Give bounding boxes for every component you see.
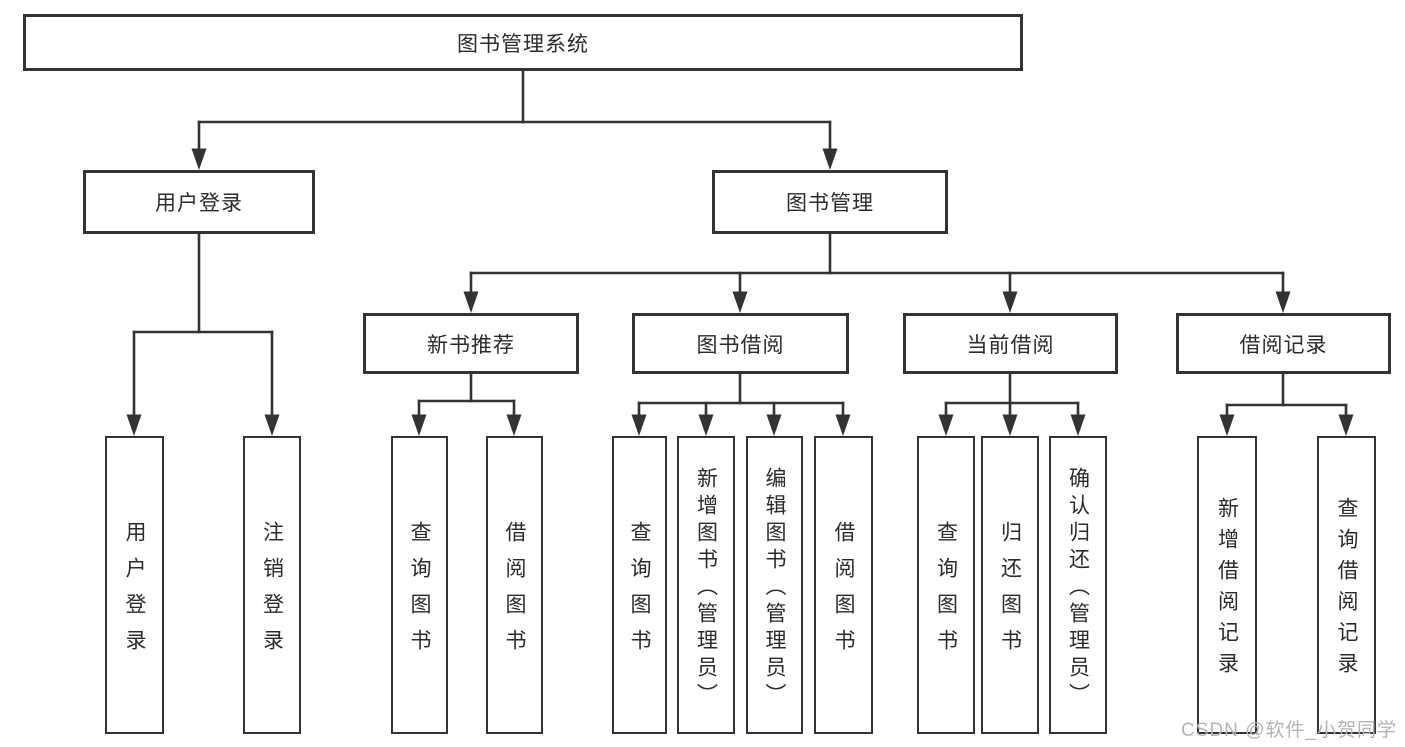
node-label: 确认归还（管理员） [1066, 466, 1090, 710]
connector-new-book-rec-children [411, 372, 522, 436]
leaf-logout: 注销登录 [243, 436, 301, 734]
connector-current-borrow-children [938, 372, 1086, 436]
node-current-borrow: 当前借阅 [903, 313, 1118, 374]
leaf-user-login: 用户登录 [105, 436, 164, 734]
node-label: 用户登录 [155, 192, 243, 215]
node-label: 查询借阅记录 [1335, 497, 1358, 683]
node-book-borrow: 图书借阅 [632, 313, 849, 374]
node-label: 注销登录 [260, 520, 284, 665]
connector-book-borrow-children [631, 372, 851, 436]
node-label: 编辑图书（管理员） [763, 466, 786, 710]
node-label: 查询图书 [408, 520, 431, 665]
leaf-query-book-current: 查询图书 [917, 436, 975, 734]
node-label: 新增借阅记录 [1215, 497, 1239, 683]
node-borrow-record: 借阅记录 [1176, 313, 1391, 374]
leaf-add-book-admin: 新增图书（管理员） [677, 436, 735, 734]
leaf-query-borrow-record: 查询借阅记录 [1317, 436, 1376, 734]
node-label: 归还图书 [998, 520, 1022, 665]
node-label: 图书管理系统 [457, 32, 589, 56]
leaf-add-borrow-record: 新增借阅记录 [1197, 436, 1257, 734]
leaf-confirm-return-admin: 确认归还（管理员） [1049, 436, 1107, 734]
csdn-watermark: CSDN @软件_小贺同学 [1181, 720, 1397, 741]
leaf-query-book-borrow: 查询图书 [612, 436, 667, 734]
node-label: 新书推荐 [427, 333, 515, 357]
connector-root-to-level2 [191, 69, 838, 170]
node-label: 当前借阅 [966, 333, 1055, 357]
node-label: 新增图书（管理员） [694, 466, 718, 710]
node-label: 图书管理 [786, 192, 874, 215]
leaf-return-book: 归还图书 [981, 436, 1039, 734]
node-user-login: 用户登录 [83, 170, 315, 234]
connector-borrow-record-children [1219, 372, 1354, 436]
node-label: 查询图书 [934, 520, 958, 665]
node-new-book-recommend: 新书推荐 [363, 313, 579, 374]
node-label: 借阅图书 [832, 520, 855, 665]
node-label: 图书借阅 [696, 333, 785, 357]
leaf-edit-book-admin: 编辑图书（管理员） [746, 436, 803, 734]
node-label: 查询图书 [628, 520, 651, 665]
leaf-borrow-book-rec: 借阅图书 [486, 436, 543, 734]
node-book-management: 图书管理 [712, 170, 948, 234]
leaf-borrow-book: 借阅图书 [814, 436, 873, 734]
node-label: 借阅记录 [1239, 333, 1328, 357]
node-label: 借阅图书 [503, 520, 526, 665]
connector-book-mgmt-sections [463, 232, 1291, 313]
node-label: 用户登录 [123, 520, 146, 665]
connector-user-login-children [126, 232, 280, 436]
node-library-system: 图书管理系统 [23, 14, 1023, 71]
leaf-query-book-rec: 查询图书 [391, 436, 448, 734]
